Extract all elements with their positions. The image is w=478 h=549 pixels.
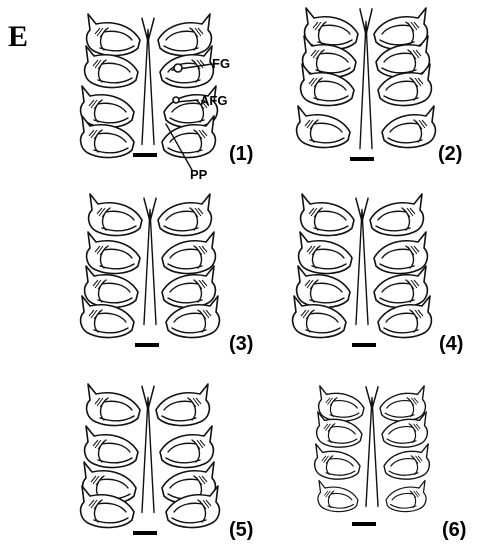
annotation-pp: PP <box>190 167 207 182</box>
panel-label-4: (4) <box>439 333 463 356</box>
panel-label-5: (5) <box>229 519 253 542</box>
panel-1-drawing <box>81 14 218 170</box>
panel-6-drawing <box>315 386 430 526</box>
panel-4-drawing <box>293 194 432 347</box>
panel-label-3: (3) <box>229 333 253 356</box>
annotation-afg: AFG <box>200 93 227 108</box>
panel-label-2: (2) <box>438 143 462 166</box>
panel-3-drawing <box>81 194 220 347</box>
annotation-fg: FG <box>212 56 230 71</box>
panel-2-drawing <box>297 8 436 161</box>
panel-5-drawing <box>81 384 220 535</box>
panel-label-1: (1) <box>229 143 253 166</box>
panel-label-6: (6) <box>442 519 466 542</box>
